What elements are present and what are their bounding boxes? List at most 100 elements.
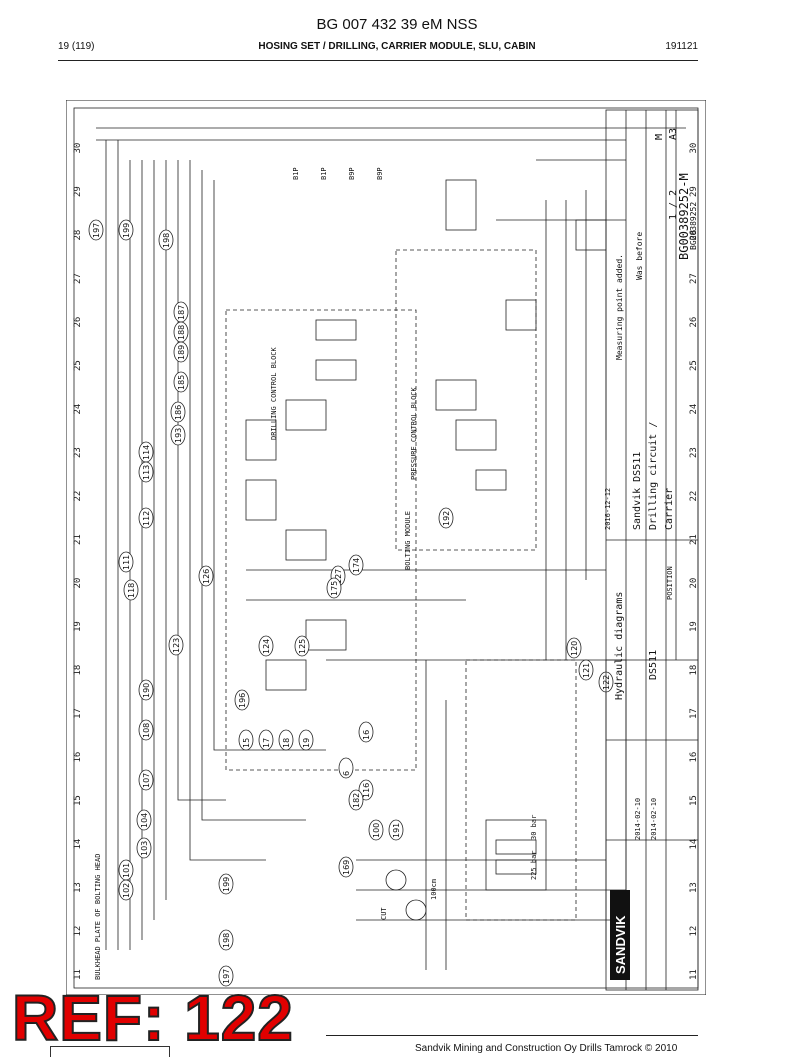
column-number: 24 [689, 404, 699, 415]
svg-text:123: 123 [172, 638, 181, 653]
tb-desc2: Drilling circuit / [648, 422, 659, 530]
column-number: 20 [73, 578, 83, 589]
svg-text:175: 175 [330, 581, 339, 596]
svg-text:116: 116 [362, 783, 371, 798]
section-title: HOSING SET / DRILLING, CARRIER MODULE, S… [258, 41, 536, 52]
svg-text:199: 199 [122, 223, 131, 238]
callout-199: 199 [218, 873, 234, 895]
svg-text:101: 101 [122, 863, 131, 878]
column-number: 19 [73, 621, 83, 632]
column-number: 30 [73, 143, 83, 154]
svg-text:19: 19 [302, 738, 311, 748]
column-number: 18 [689, 665, 699, 676]
pump-label: 100cm [430, 879, 438, 900]
callout-100: 100 [368, 819, 384, 841]
tb-rev: M [654, 134, 665, 140]
svg-text:17: 17 [262, 738, 271, 748]
column-number: 23 [689, 447, 699, 458]
svg-text:120: 120 [570, 641, 579, 656]
callout-197: 197 [218, 965, 234, 987]
callout-18: 18 [278, 729, 294, 751]
column-number: 15 [689, 795, 699, 806]
column-number: 13 [689, 882, 699, 893]
document-date: 191121 [665, 41, 698, 52]
column-number: 12 [689, 926, 699, 937]
callout-198: 198 [158, 229, 174, 251]
svg-text:126: 126 [202, 569, 211, 584]
tb-desc1: Sandvik DS511 [632, 452, 643, 530]
tb-was-before: Was before [635, 232, 644, 280]
column-number: 14 [689, 839, 699, 850]
callout-15: 15 [238, 729, 254, 751]
schematic-lines [96, 127, 686, 970]
title-block [605, 109, 699, 991]
svg-text:197: 197 [222, 969, 231, 984]
header-rule [58, 60, 698, 61]
callout-118: 118 [123, 579, 139, 601]
svg-text:102: 102 [122, 883, 131, 898]
fitting-label: B1P [320, 167, 328, 180]
column-number: 21 [73, 534, 83, 545]
column-number: 21 [689, 534, 699, 545]
column-number: 29 [73, 186, 83, 197]
column-number: 17 [73, 708, 83, 719]
page-number: 19 (119) [58, 41, 95, 52]
column-number: 14 [73, 839, 83, 850]
svg-text:192: 192 [442, 511, 451, 526]
column-number: 26 [689, 317, 699, 328]
column-number: 12 [73, 926, 83, 937]
svg-text:125: 125 [298, 639, 307, 654]
svg-text:127: 127 [334, 569, 343, 584]
callout-197: 197 [88, 219, 104, 241]
callout-169: 169 [338, 856, 354, 878]
column-number: 28 [689, 230, 699, 241]
svg-text:18: 18 [282, 738, 291, 748]
svg-text:185: 185 [177, 375, 186, 390]
column-number: 29 [689, 186, 699, 197]
callout-121: 121 [578, 659, 594, 681]
callout-126: 126 [198, 565, 214, 587]
svg-text:182: 182 [352, 793, 361, 808]
svg-text:16: 16 [362, 730, 371, 740]
fitting-label: B9P [376, 167, 384, 180]
column-number: 22 [689, 491, 699, 502]
fitting-label: B1P [292, 167, 300, 180]
drilling-control-label: DRILLING CONTROL BLOCK [270, 346, 278, 440]
svg-text:193: 193 [174, 428, 183, 443]
document-title: BG 007 432 39 eM NSS [316, 16, 478, 33]
column-number: 26 [73, 317, 83, 328]
column-number: 24 [73, 404, 83, 415]
svg-text:107: 107 [142, 773, 151, 788]
sandvik-logo: SANDVIK [610, 890, 630, 980]
column-number: 23 [73, 447, 83, 458]
column-number: 16 [73, 752, 83, 763]
callout-193: 193 [170, 424, 186, 446]
column-number: 20 [689, 578, 699, 589]
tb-title: Hydraulic diagrams [614, 592, 625, 700]
callout-103: 103 [136, 837, 152, 859]
svg-text:112: 112 [142, 511, 151, 526]
callout-19: 19 [298, 729, 314, 751]
svg-text:189: 189 [177, 345, 186, 360]
svg-text:190: 190 [142, 683, 151, 698]
svg-text:6: 6 [342, 771, 351, 776]
svg-text:113: 113 [142, 465, 151, 480]
callout-17: 17 [258, 729, 274, 751]
callout-104: 104 [136, 809, 152, 831]
callout-192: 192 [438, 507, 454, 529]
column-number: 16 [689, 752, 699, 763]
column-number: 15 [73, 795, 83, 806]
callout-114: 114 [138, 441, 154, 463]
column-number: 11 [689, 969, 699, 980]
callout-108: 108 [138, 719, 154, 741]
svg-text:122: 122 [602, 675, 611, 690]
svg-text:196: 196 [238, 693, 247, 708]
svg-text:191: 191 [392, 823, 401, 838]
tb-model: DS511 [648, 650, 659, 680]
callout-125: 125 [294, 635, 310, 657]
svg-text:108: 108 [142, 723, 151, 738]
bar-30: 30 bar [530, 815, 538, 840]
callout-199: 199 [118, 219, 134, 241]
callout-101: 101 [118, 859, 134, 881]
